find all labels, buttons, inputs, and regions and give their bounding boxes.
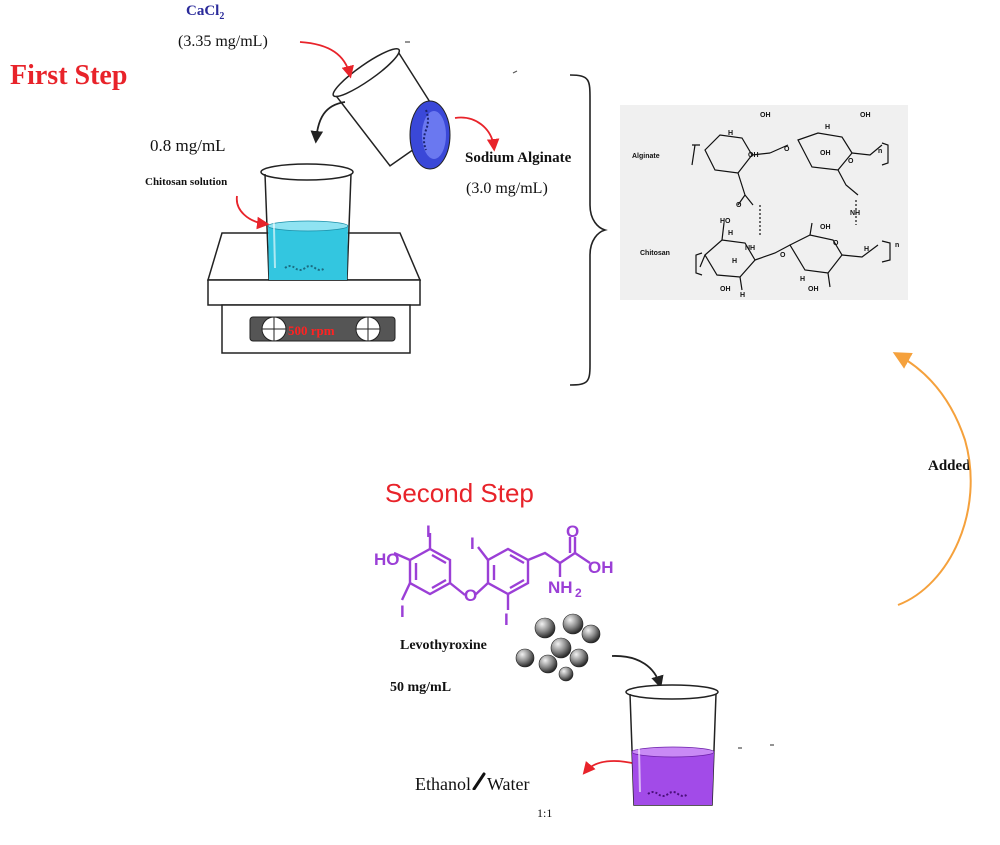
svg-text:O: O — [784, 146, 790, 153]
svg-text:H: H — [732, 258, 737, 265]
cacl2-concentration: (3.35 mg/mL) — [178, 33, 268, 50]
particle-arrow — [611, 655, 664, 689]
solvent-label: Ethanol Water — [415, 772, 530, 795]
svg-text:H: H — [728, 230, 733, 237]
solvent-slash-icon — [471, 772, 487, 795]
first-step-title: First Step — [10, 60, 128, 91]
solvent-ratio: 1:1 — [537, 806, 553, 820]
svg-text:H: H — [825, 124, 830, 131]
cacl2-arrow — [299, 41, 354, 79]
svg-text:OH: OH — [860, 112, 871, 119]
svg-text:I: I — [400, 602, 405, 621]
svg-text:OH: OH — [820, 224, 831, 231]
svg-text:O: O — [848, 158, 854, 165]
solvent-ethanol: Ethanol — [415, 774, 471, 794]
svg-text:H: H — [800, 276, 805, 283]
alginate-chitosan-structure-panel: OH OH H H OH OH O n O O NH HO H NH H OH … — [620, 105, 908, 300]
svg-text:OH: OH — [720, 286, 731, 293]
second-step-title: Second Step — [385, 478, 534, 508]
stirrer-speed-label: 500 rpm — [288, 323, 335, 338]
svg-text:I: I — [504, 610, 509, 629]
polymer-structure-icon: OH OH H H OH OH O n O O NH HO H NH H OH … — [691, 112, 899, 299]
svg-text:OH: OH — [820, 150, 831, 157]
svg-text:O: O — [566, 525, 579, 541]
svg-text:O: O — [833, 240, 839, 247]
svg-text:I: I — [470, 534, 475, 553]
levothyroxine-structure-icon: HO I I O I I O OH NH 2 — [374, 525, 614, 629]
svg-text:O: O — [464, 586, 477, 605]
curly-brace-icon — [569, 74, 608, 386]
svg-text:OH: OH — [588, 558, 614, 577]
sodium-alginate-label: Sodium Alginate — [465, 150, 572, 166]
added-cycle-arrow — [892, 352, 972, 606]
svg-text:H: H — [864, 246, 869, 253]
svg-text:2: 2 — [575, 586, 582, 600]
svg-text:H: H — [728, 130, 733, 137]
particle-cluster-icon — [515, 613, 601, 682]
levothyroxine-label: Levothyroxine — [400, 638, 487, 653]
cacl2-subscript: 2 — [219, 11, 225, 22]
svg-text:n: n — [895, 242, 899, 249]
svg-text:NH: NH — [548, 578, 573, 597]
svg-text:OH: OH — [748, 152, 759, 159]
alginate-beaker-icon — [332, 48, 451, 170]
cacl2-label-text: CaCl — [186, 3, 220, 19]
svg-text:HO: HO — [720, 218, 731, 225]
svg-text:OH: OH — [808, 286, 819, 293]
chitosan-structure-label: Chitosan — [640, 250, 670, 257]
svg-text:NH: NH — [850, 210, 860, 217]
svg-text:O: O — [736, 202, 742, 209]
svg-text:HO: HO — [374, 550, 400, 569]
svg-text:OH: OH — [760, 112, 771, 119]
drug-beaker-icon — [625, 684, 719, 806]
svg-text:I: I — [426, 525, 431, 541]
added-label: Added — [928, 458, 971, 474]
cacl2-label: CaCl2 — [186, 3, 224, 22]
pour-arrow — [310, 101, 346, 144]
chitosan-solution-label: Chitosan solution — [145, 176, 228, 188]
svg-text:n: n — [878, 148, 882, 155]
svg-text:NH: NH — [745, 245, 755, 252]
levothyroxine-concentration: 50 mg/mL — [390, 680, 452, 695]
alginate-arrow — [454, 116, 500, 152]
solvent-water: Water — [487, 774, 530, 794]
chitosan-beaker-icon — [260, 163, 354, 281]
sodium-alginate-concentration: (3.0 mg/mL) — [466, 180, 548, 197]
chitosan-arrow — [236, 195, 270, 230]
svg-text:O: O — [780, 252, 786, 259]
alginate-structure-label: Alginate — [632, 153, 660, 160]
svg-text:H: H — [740, 292, 745, 299]
chitosan-concentration: 0.8 mg/mL — [150, 136, 226, 155]
